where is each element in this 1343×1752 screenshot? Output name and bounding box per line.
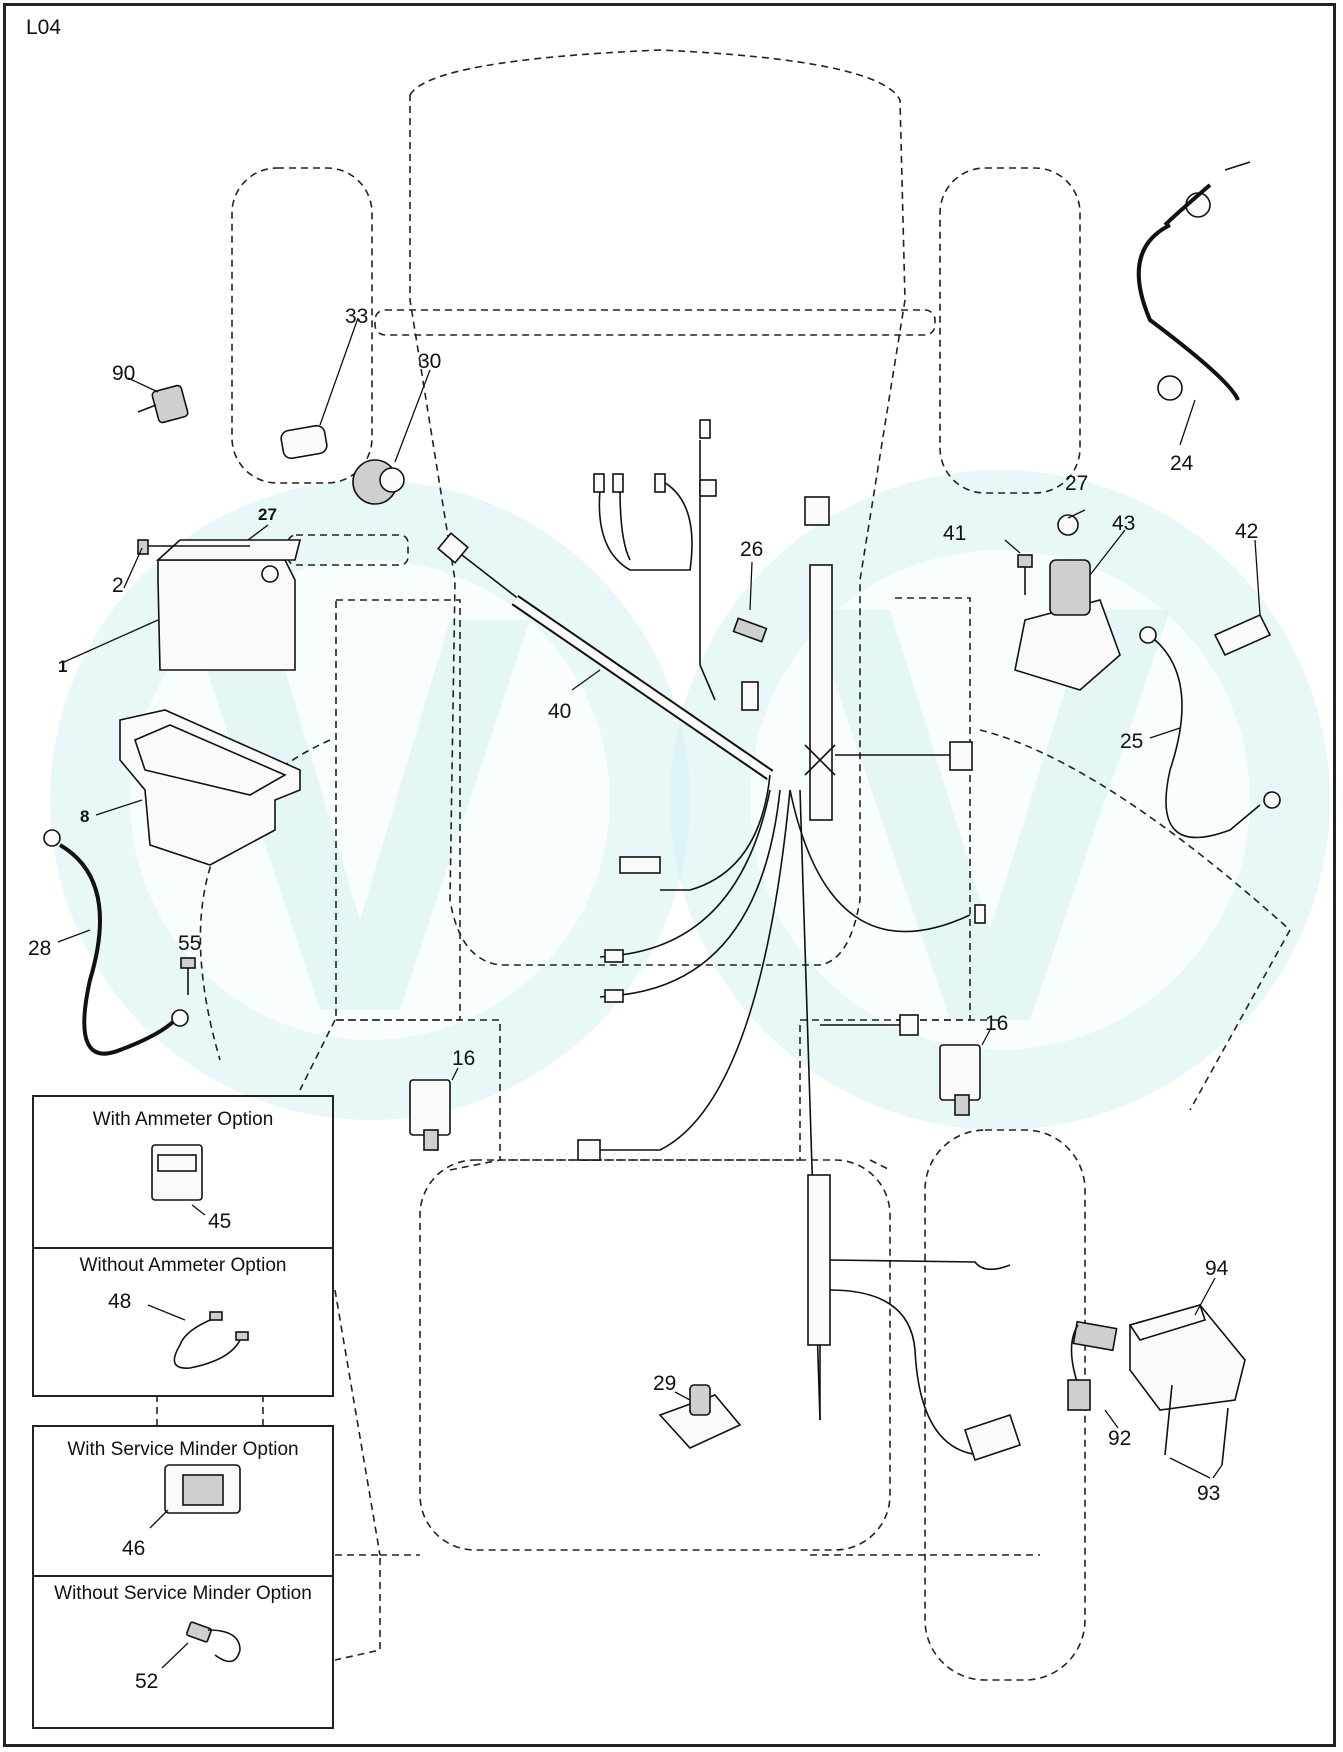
callout-8: 8 (80, 807, 89, 826)
callout-94: 94 (1205, 1257, 1229, 1280)
callout-16a: 16 (452, 1047, 475, 1070)
callout-27a: 27 (258, 505, 277, 524)
callout-48: 48 (108, 1290, 131, 1313)
callout-16b: 16 (985, 1012, 1008, 1035)
callout-33: 33 (345, 305, 368, 328)
part-90: 90 (112, 362, 189, 424)
part-40-wiring-harness: 40 (437, 419, 986, 1421)
callout-41: 41 (943, 522, 966, 545)
part-29-switch: 29 (653, 1372, 742, 1449)
part-92-harness: 92 (1067, 1320, 1131, 1450)
callout-27b: 27 (1065, 472, 1088, 495)
part-94-module: 94 (1128, 1257, 1246, 1411)
callout-26: 26 (740, 538, 763, 561)
callout-46: 46 (122, 1537, 145, 1560)
callout-93: 93 (1197, 1482, 1220, 1505)
watermark (50, 470, 1330, 1130)
part-55-bolt: 55 (178, 932, 201, 995)
callout-30: 30 (418, 350, 441, 373)
part-52-jumper: 52 (135, 1621, 241, 1693)
part-43-solenoid: 43 27 (1014, 472, 1135, 691)
callout-42: 42 (1235, 520, 1258, 543)
with-service-minder-title: With Service Minder Option (67, 1439, 299, 1460)
ammeter-options-box: With Ammeter Option Without Ammeter Opti… (32, 1095, 334, 1397)
with-ammeter-title: With Ammeter Option (92, 1109, 274, 1130)
part-16a-relay: 16 (409, 1047, 475, 1151)
part-26-fuse: 26 (732, 538, 768, 643)
page-id: L04 (26, 16, 62, 39)
page-frame (3, 3, 1336, 1747)
part-42-boot: 42 (1213, 520, 1272, 657)
callout-2: 2 (112, 574, 124, 597)
part-16b-relay: 16 (939, 1012, 1008, 1116)
part-24-battery-cable: 24 (1136, 161, 1251, 475)
service-minder-options-box: With Service Minder Option Without Servi… (32, 1425, 334, 1729)
part-33-key: 33 (280, 305, 368, 460)
without-ammeter-title: Without Ammeter Option (79, 1255, 287, 1276)
part-28-ground-cable: 28 (28, 829, 189, 1056)
callout-28: 28 (28, 937, 51, 960)
callout-90: 90 (112, 362, 135, 385)
callout-92: 92 (1108, 1427, 1131, 1450)
callout-52: 52 (135, 1670, 158, 1693)
part-93-screws: 93 (1164, 1384, 1229, 1505)
callout-45: 45 (208, 1210, 231, 1233)
part-8-battery-tray: 8 (80, 709, 301, 866)
without-service-minder-title: Without Service Minder Option (54, 1583, 312, 1604)
harness-vertical (804, 496, 1022, 1462)
part-30-ignition-switch: 30 (352, 350, 441, 505)
callout-24: 24 (1170, 452, 1194, 475)
part-1-battery: 1 2 27 (58, 505, 302, 676)
callout-40: 40 (548, 700, 571, 723)
part-25-cable: 25 (1120, 626, 1281, 839)
callout-1: 1 (58, 657, 67, 676)
ammeter-divider (34, 1247, 332, 1249)
part-45-ammeter: 45 (151, 1144, 231, 1233)
part-46-service-minder: 46 (122, 1464, 241, 1560)
callout-43: 43 (1112, 512, 1135, 535)
service-minder-divider (34, 1575, 332, 1577)
part-41-bolt: 41 (943, 522, 1033, 595)
callout-25: 25 (1120, 730, 1143, 753)
callout-29: 29 (653, 1372, 676, 1395)
part-48-jumper: 48 (108, 1290, 249, 1369)
callout-55: 55 (178, 932, 201, 955)
